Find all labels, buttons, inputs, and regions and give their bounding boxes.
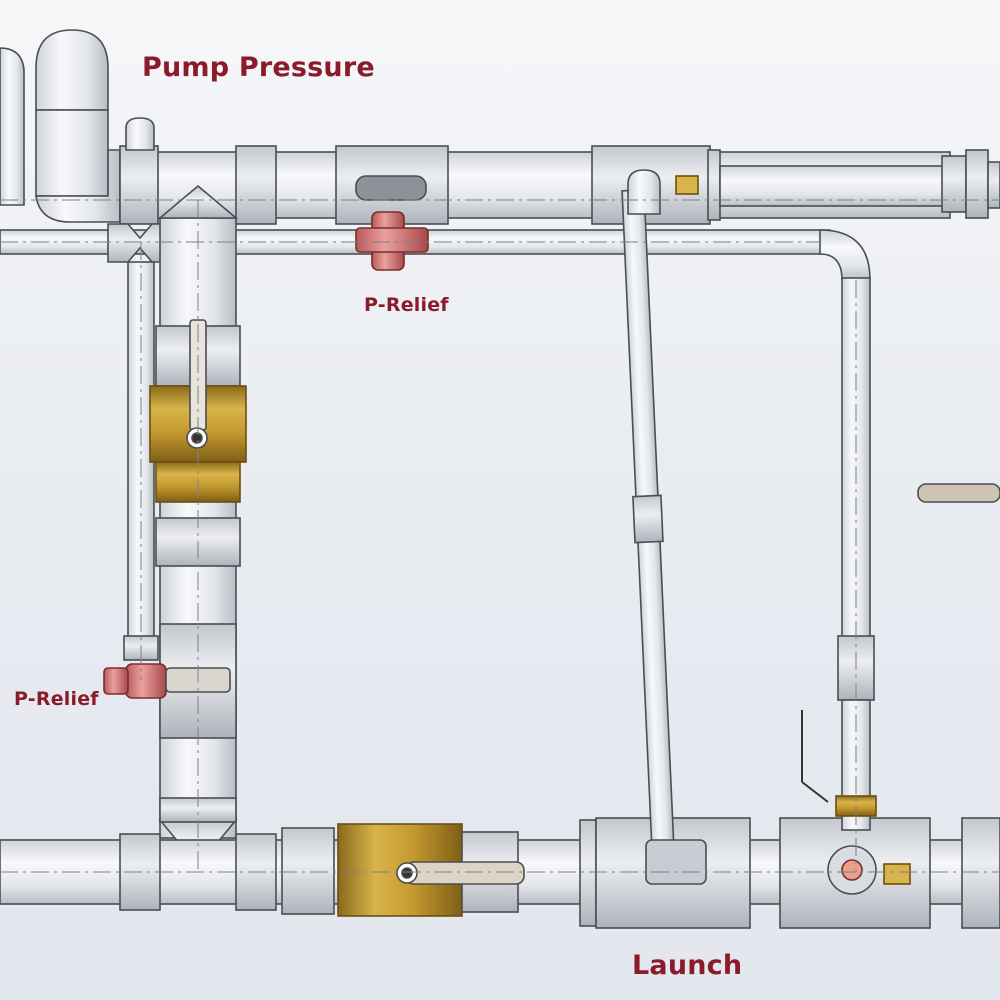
left-relief-valve: [125, 663, 167, 699]
p-relief-top-label: P-Relief: [364, 294, 449, 316]
right-side-handle: [917, 483, 1000, 503]
top-left-cap-small: [0, 47, 25, 206]
bottom-valve-handle: [405, 861, 525, 885]
top-tube-tab: [675, 175, 699, 195]
bottom-flange-1: [579, 819, 597, 927]
center-lines: [0, 199, 1000, 873]
top-coupling-mid: [235, 145, 277, 225]
pump-pressure-label: Pump Pressure: [142, 52, 375, 83]
top-right-union: [941, 149, 1000, 219]
bottom-tube-fitting: [645, 839, 707, 885]
diagonal-tube-union: [632, 494, 664, 544]
top-left-cap-large: [35, 29, 121, 223]
bottom-valve-union-left: [281, 827, 335, 915]
top-vent-fitting: [125, 117, 155, 151]
right-elbow: [819, 229, 871, 281]
top-coupling-left: [119, 145, 159, 225]
launch-label: Launch: [632, 950, 743, 981]
p-relief-left-label: P-Relief: [14, 688, 99, 710]
top-tube-elbow: [627, 169, 661, 215]
top-valve-knob: [355, 175, 427, 201]
bottom-launch-body-3: [961, 817, 1000, 929]
top-flange-2: [707, 149, 721, 221]
bottom-right-tab: [883, 863, 911, 885]
